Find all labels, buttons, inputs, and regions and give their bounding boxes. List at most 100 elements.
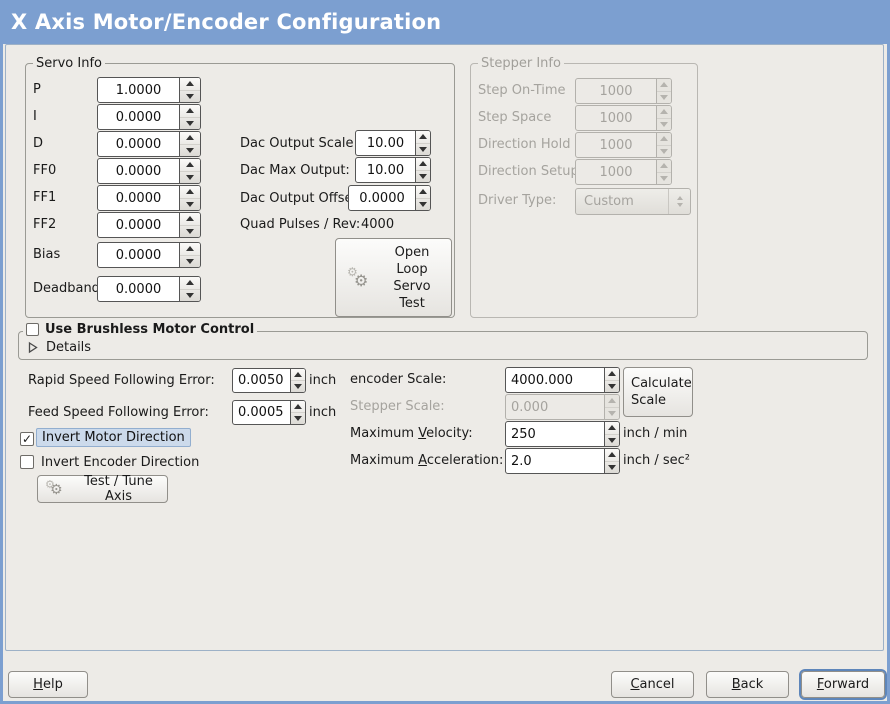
spin-down-button[interactable] <box>180 254 200 268</box>
spin-down-button[interactable] <box>416 142 430 156</box>
spin-down-button[interactable] <box>291 380 305 392</box>
use-brushless-label: Use Brushless Motor Control <box>45 322 255 337</box>
spin-up-button <box>605 395 619 407</box>
feed-following-error-value[interactable]: 0.0005 <box>238 405 284 420</box>
spin-up-button[interactable] <box>180 213 200 225</box>
spin-up-button[interactable] <box>180 186 200 198</box>
dac-max-output-spinbox[interactable]: 10.00 <box>355 157 431 183</box>
rapid-following-error-unit: inch <box>309 373 337 388</box>
rapid-following-error-label: Rapid Speed Following Error: <box>28 373 215 388</box>
d-spinbox[interactable]: 0.0000 <box>97 131 201 157</box>
spin-down-button[interactable] <box>180 116 200 130</box>
ff2-value[interactable]: 0.0000 <box>115 217 162 233</box>
invert-encoder-direction-label[interactable]: Invert Encoder Direction <box>41 455 200 470</box>
d-value[interactable]: 0.0000 <box>115 136 162 152</box>
invert-motor-direction-checkbox[interactable]: ✓ <box>20 432 34 446</box>
spin-down-button[interactable] <box>605 460 619 474</box>
driver-type-label: Driver Type: <box>478 193 557 208</box>
spin-up-button[interactable] <box>180 78 200 90</box>
forward-button[interactable]: Forward <box>801 671 885 698</box>
p-spinbox[interactable]: 1.0000 <box>97 77 201 103</box>
spin-up-button[interactable] <box>605 449 619 461</box>
down-arrow-icon <box>186 201 194 207</box>
bias-value[interactable]: 0.0000 <box>115 247 162 263</box>
invert-encoder-direction-checkbox[interactable] <box>20 455 34 469</box>
maximum-acceleration-spinbox[interactable]: 2.0 <box>505 448 620 474</box>
up-arrow-icon <box>294 404 302 409</box>
window-titlebar: X Axis Motor/Encoder Configuration <box>0 0 890 44</box>
spin-up-button[interactable] <box>291 401 305 412</box>
spin-up-button[interactable] <box>416 158 430 170</box>
ff2-spinbox[interactable]: 0.0000 <box>97 212 201 238</box>
spin-down-button[interactable] <box>180 288 200 302</box>
spinner-buttons <box>179 243 200 267</box>
up-arrow-icon <box>186 108 194 114</box>
down-arrow-icon <box>419 201 427 207</box>
spin-down-button[interactable] <box>416 197 430 211</box>
encoder-scale-value[interactable]: 4000.000 <box>511 372 574 388</box>
spin-down-button[interactable] <box>180 197 200 211</box>
dac-output-scale-spinbox[interactable]: 10.00 <box>355 130 431 156</box>
dac-output-offset-value[interactable]: 0.0000 <box>359 190 405 206</box>
spin-up-button[interactable] <box>180 277 200 289</box>
rapid-following-error-spinbox[interactable]: 0.0050 <box>232 368 306 393</box>
i-value[interactable]: 0.0000 <box>115 109 162 125</box>
spin-up-button[interactable] <box>605 368 619 380</box>
down-arrow-icon <box>186 120 194 126</box>
maximum-velocity-spinbox[interactable]: 250 <box>505 421 620 447</box>
test-tune-axis-button[interactable]: ⚙ ⚙ Test / Tune Axis <box>37 474 168 504</box>
spin-up-button[interactable] <box>416 186 430 198</box>
feed-following-error-spinbox[interactable]: 0.0005 <box>232 400 306 425</box>
p-value[interactable]: 1.0000 <box>115 82 162 98</box>
ff1-value[interactable]: 0.0000 <box>115 190 162 206</box>
bias-spinbox[interactable]: 0.0000 <box>97 242 201 268</box>
spin-up-button[interactable] <box>605 422 619 434</box>
spin-up-button[interactable] <box>180 132 200 144</box>
i-label: I <box>33 109 37 124</box>
down-arrow-icon <box>186 93 194 99</box>
spin-up-button[interactable] <box>180 105 200 117</box>
down-arrow-icon <box>608 383 616 389</box>
cancel-button[interactable]: Cancel <box>611 671 694 698</box>
calculate-scale-button[interactable]: Calculate Scale <box>623 367 693 417</box>
maximum-velocity-value[interactable]: 250 <box>511 426 536 442</box>
spin-down-button[interactable] <box>291 412 305 424</box>
dac-output-scale-value[interactable]: 10.00 <box>366 135 405 151</box>
help-button[interactable]: Help <box>8 671 88 698</box>
spin-down-button[interactable] <box>180 224 200 238</box>
back-button[interactable]: Back <box>706 671 789 698</box>
spinner-buttons <box>656 79 671 103</box>
spin-down-button[interactable] <box>416 169 430 183</box>
spin-up-button[interactable] <box>291 369 305 380</box>
details-expander[interactable]: Details <box>28 340 91 355</box>
ff0-value[interactable]: 0.0000 <box>115 163 162 179</box>
deadband-value[interactable]: 0.0000 <box>115 281 162 297</box>
open-loop-servo-test-button[interactable]: ⚙ ⚙ Open Loop Servo Test <box>335 238 452 317</box>
dac-max-output-value[interactable]: 10.00 <box>366 162 405 178</box>
d-label: D <box>33 136 44 151</box>
spin-up-button[interactable] <box>180 243 200 255</box>
spin-up-button[interactable] <box>416 131 430 143</box>
deadband-spinbox[interactable]: 0.0000 <box>97 276 201 302</box>
encoder-scale-spinbox[interactable]: 4000.000 <box>505 367 620 393</box>
spin-up-button[interactable] <box>180 159 200 171</box>
spinner-buttons <box>604 368 619 392</box>
spinner-buttons <box>415 158 430 182</box>
up-arrow-icon <box>419 161 427 167</box>
spin-down-button[interactable] <box>180 89 200 103</box>
down-arrow-icon <box>186 258 194 264</box>
rapid-following-error-value[interactable]: 0.0050 <box>238 373 284 388</box>
ff0-spinbox[interactable]: 0.0000 <box>97 158 201 184</box>
spin-down-button[interactable] <box>605 433 619 447</box>
spin-down-button[interactable] <box>605 379 619 393</box>
spin-down-button[interactable] <box>180 170 200 184</box>
spin-down-button[interactable] <box>180 143 200 157</box>
maximum-acceleration-value[interactable]: 2.0 <box>511 453 532 469</box>
i-spinbox[interactable]: 0.0000 <box>97 104 201 130</box>
spinner-buttons <box>179 159 200 183</box>
driver-type-combobox: Custom <box>575 188 691 215</box>
ff1-spinbox[interactable]: 0.0000 <box>97 185 201 211</box>
dac-output-offset-spinbox[interactable]: 0.0000 <box>348 185 431 211</box>
use-brushless-checkbox[interactable] <box>26 323 39 336</box>
invert-motor-direction-label[interactable]: Invert Motor Direction <box>36 428 191 447</box>
